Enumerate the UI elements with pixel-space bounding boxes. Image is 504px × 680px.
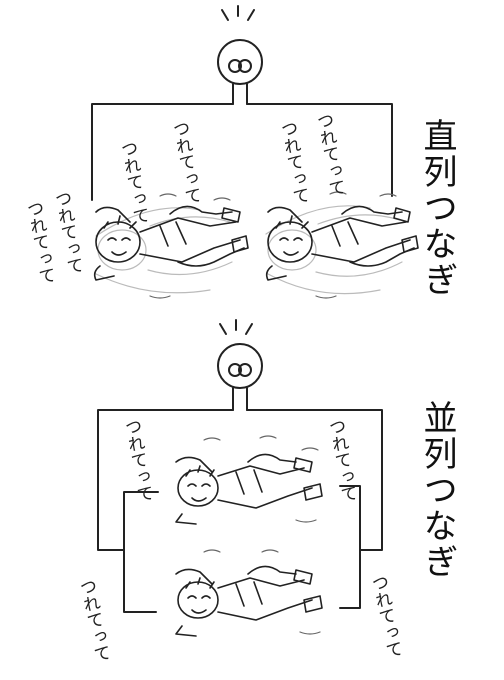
parallel-wire xyxy=(97,409,383,613)
shake-marks-top xyxy=(149,191,397,299)
bulb-glow-top xyxy=(221,5,255,21)
series-wire xyxy=(91,103,393,201)
lying-figure-3 xyxy=(175,453,323,525)
light-bulb-icon xyxy=(217,343,263,411)
bulb-glow-bottom xyxy=(219,319,253,335)
lying-figure-2 xyxy=(265,205,419,295)
title-series: 直列つなぎ xyxy=(417,118,457,298)
lying-figure-1 xyxy=(93,205,249,294)
light-bulb-icon xyxy=(217,39,263,105)
shake-marks-bottom xyxy=(203,435,321,635)
lying-figure-4 xyxy=(175,565,323,637)
title-parallel: 並列つなぎ xyxy=(417,400,457,580)
